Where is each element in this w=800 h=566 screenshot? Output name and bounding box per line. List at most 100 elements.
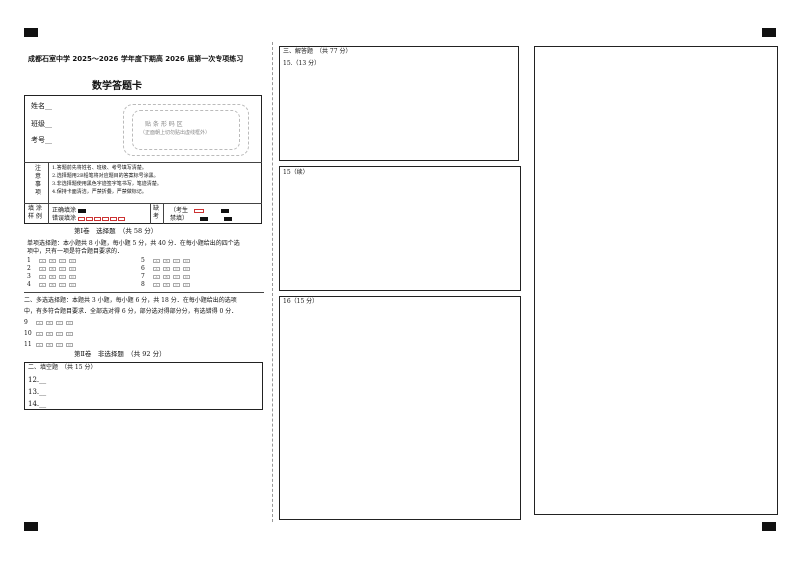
option-a-bubble[interactable]: A <box>39 282 46 287</box>
option-c-bubble[interactable]: C <box>173 266 180 271</box>
class-field[interactable]: 班级__ <box>31 120 52 128</box>
option-c-bubble[interactable]: C <box>59 258 66 263</box>
option-d-bubble[interactable]: D <box>66 331 73 336</box>
option-a-bubble[interactable]: A <box>36 331 43 336</box>
answer-box-16[interactable] <box>279 296 521 520</box>
note-item-2: 2.选择题用2B铅笔将对应题目的答案标号涂黑。 <box>52 173 159 179</box>
note-item-4: 4.保持卡面清洁，严禁折叠，严禁做标记。 <box>52 189 147 195</box>
option-b-bubble[interactable]: B <box>163 274 170 279</box>
option-b-bubble[interactable]: B <box>163 266 170 271</box>
option-a-bubble[interactable]: A <box>36 342 43 347</box>
option-c-bubble[interactable]: C <box>59 266 66 271</box>
part2-heading: 第Ⅱ卷 非选择题 （共 92 分） <box>74 350 166 358</box>
option-d-bubble[interactable]: D <box>66 320 73 325</box>
wrong-mark-icon <box>77 216 85 221</box>
option-b-bubble[interactable]: B <box>49 282 56 287</box>
question-15-continued-label: 15（续） <box>283 169 309 176</box>
option-d-bubble[interactable]: D <box>183 274 190 279</box>
sample-label-2: 样 例 <box>28 213 42 220</box>
note-item-1: 1.答题前先将姓名、班级、考号填写清楚。 <box>52 165 147 171</box>
option-d-bubble[interactable]: D <box>183 258 190 263</box>
wrong-mark-icon <box>117 216 125 221</box>
option-a-bubble[interactable]: A <box>39 258 46 263</box>
barcode-area-inner <box>132 110 240 150</box>
question-number: 6 <box>141 265 145 272</box>
answer-box-15[interactable] <box>279 46 519 161</box>
notes-label-4: 项 <box>35 189 42 196</box>
option-a-bubble[interactable]: A <box>153 282 160 287</box>
option-d-bubble[interactable]: D <box>69 282 76 287</box>
student-info-box <box>24 95 262 224</box>
option-b-bubble[interactable]: B <box>163 258 170 263</box>
option-d-bubble[interactable]: D <box>69 274 76 279</box>
absent-label-2: 考 <box>153 213 160 220</box>
fill-item-13[interactable]: 13.__ <box>28 388 47 396</box>
option-a-bubble[interactable]: A <box>36 320 43 325</box>
option-c-bubble[interactable]: C <box>56 331 63 336</box>
option-a-bubble[interactable]: A <box>39 274 46 279</box>
option-b-bubble[interactable]: B <box>46 342 53 347</box>
single-choice-intro-2: 项中，只有一项是符合题目要求的． <box>27 248 124 255</box>
absent-label-1: 缺 <box>153 205 160 212</box>
fill-item-12[interactable]: 12.__ <box>28 376 47 384</box>
fill-item-14[interactable]: 14.__ <box>28 400 47 408</box>
option-b-bubble[interactable]: B <box>46 331 53 336</box>
absent-student-label: （考生 <box>170 207 189 214</box>
registration-mark-bottom-right <box>762 522 776 531</box>
question-number: 7 <box>141 273 145 280</box>
option-a-bubble[interactable]: A <box>39 266 46 271</box>
option-a-bubble[interactable]: A <box>153 266 160 271</box>
barcode-area <box>123 104 249 156</box>
option-a-bubble[interactable]: A <box>153 274 160 279</box>
option-b-bubble[interactable]: B <box>49 274 56 279</box>
fill-blank-box <box>24 362 263 410</box>
exam-number-field[interactable]: 考号__ <box>31 136 52 144</box>
wrong-mark-icon <box>101 216 109 221</box>
absent-divider-right <box>163 203 164 224</box>
question-number: 3 <box>27 273 31 280</box>
option-b-bubble[interactable]: B <box>49 258 56 263</box>
option-c-bubble[interactable]: C <box>59 282 66 287</box>
option-d-bubble[interactable]: D <box>183 266 190 271</box>
option-c-bubble[interactable]: C <box>59 274 66 279</box>
wrong-mark-icon <box>93 216 101 221</box>
question-number: 10 <box>24 330 32 337</box>
question-number: 9 <box>24 319 28 326</box>
absent-mark-icon <box>220 208 229 213</box>
notes-label-2: 意 <box>35 173 42 180</box>
card-title: 数学答题卡 <box>92 81 142 92</box>
multi-choice-intro-1: 二、多选选择题：本题共 3 小题，每小题 6 分，共 18 分．在每小题给出的选… <box>24 297 237 304</box>
question-number: 11 <box>24 341 32 348</box>
option-b-bubble[interactable]: B <box>46 320 53 325</box>
notes-label-3: 事 <box>35 181 42 188</box>
option-c-bubble[interactable]: C <box>56 342 63 347</box>
option-c-bubble[interactable]: C <box>173 282 180 287</box>
answer-box-right-blank[interactable] <box>534 46 778 515</box>
correct-sample-label: 正确填涂 <box>52 207 77 214</box>
option-c-bubble[interactable]: C <box>173 274 180 279</box>
option-d-bubble[interactable]: D <box>69 258 76 263</box>
option-b-bubble[interactable]: B <box>163 282 170 287</box>
answer-box-15-continued[interactable] <box>279 166 521 291</box>
registration-mark-top-left <box>24 28 38 37</box>
sample-divider <box>48 203 49 224</box>
option-c-bubble[interactable]: C <box>173 258 180 263</box>
barcode-note: （正面朝上切勿贴出虚线框外） <box>140 130 211 136</box>
multi-choice-intro-2: 中，有多符合题目要求．全部选对得 6 分，部分选对得部分分，有选错得 0 分． <box>24 308 238 315</box>
option-c-bubble[interactable]: C <box>56 320 63 325</box>
option-b-bubble[interactable]: B <box>49 266 56 271</box>
option-d-bubble[interactable]: D <box>66 342 73 347</box>
absent-forbidden-label: 禁填） <box>170 215 189 222</box>
name-field[interactable]: 姓名__ <box>31 102 52 110</box>
page-fold-line <box>272 42 273 522</box>
absent-checkbox[interactable] <box>193 208 204 213</box>
option-d-bubble[interactable]: D <box>69 266 76 271</box>
option-a-bubble[interactable]: A <box>153 258 160 263</box>
option-d-bubble[interactable]: D <box>183 282 190 287</box>
